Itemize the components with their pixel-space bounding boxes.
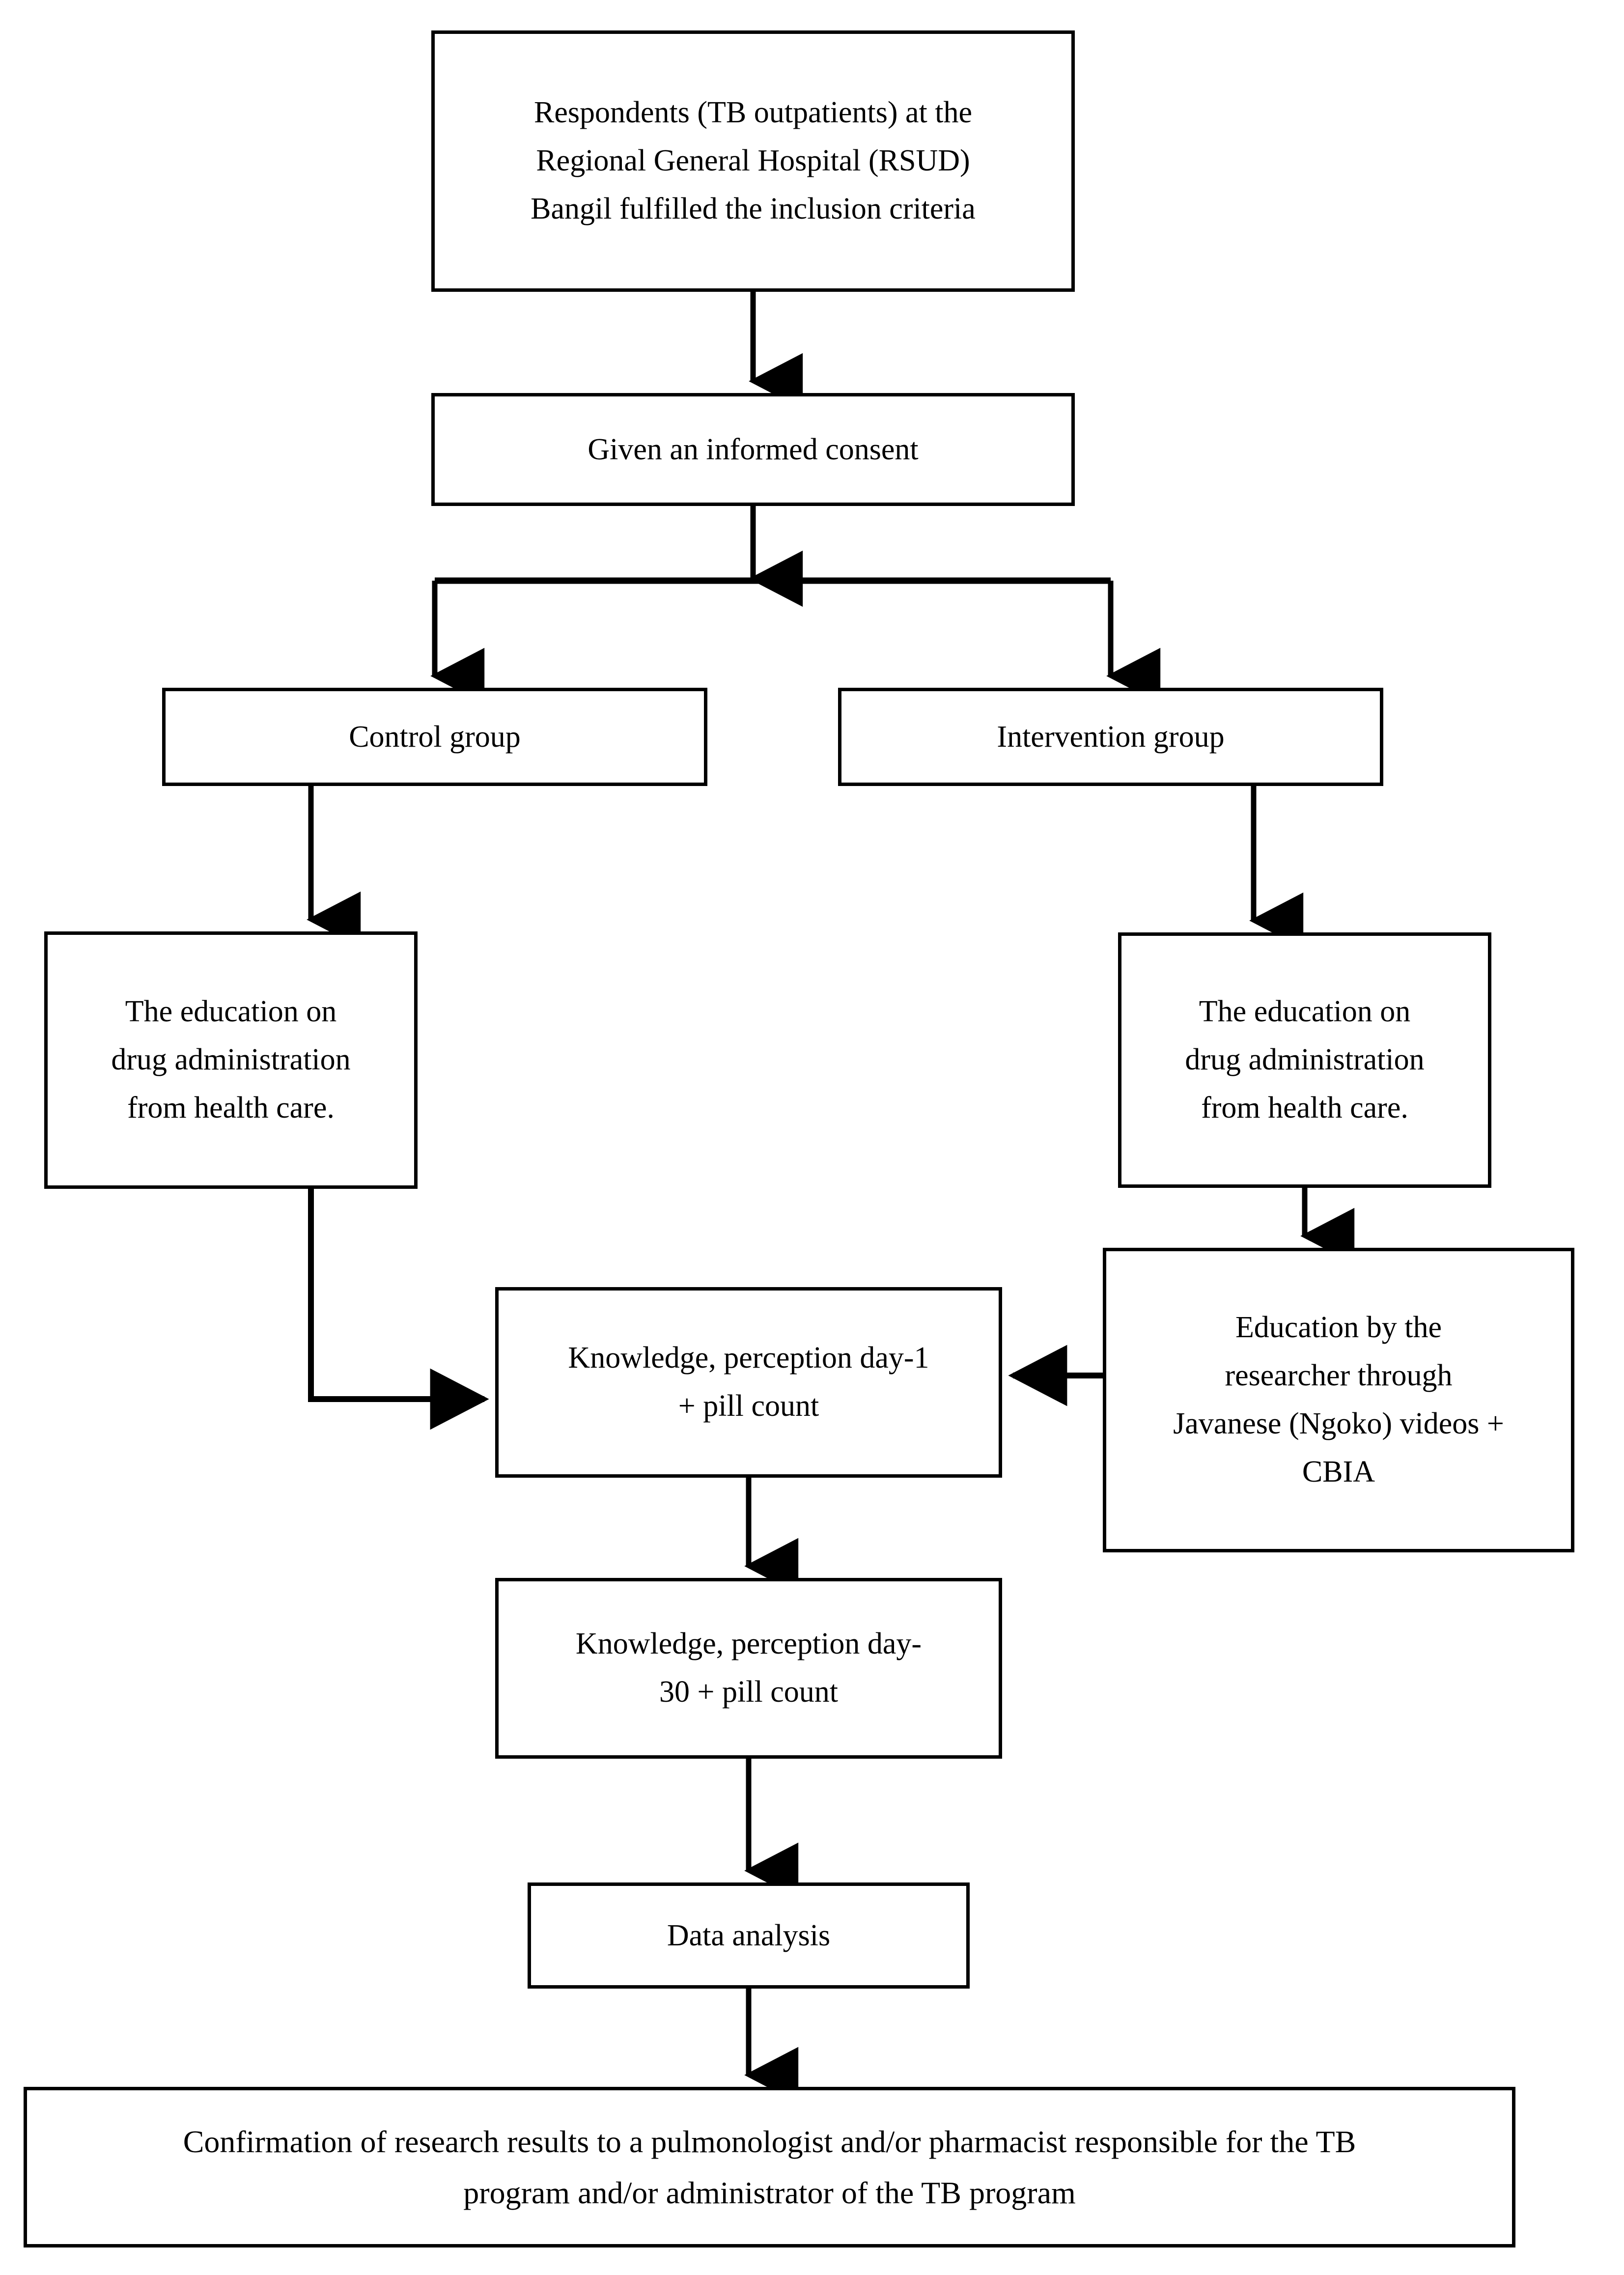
node-control-group-line-1: Control group [349, 720, 521, 754]
node-outcome-day-30-line-2: 30 + pill count [659, 1675, 838, 1709]
node-outcome-day-1-line-1: Knowledge, perception day-1 [568, 1341, 929, 1375]
node-outcome-day-1-line-2: + pill count [678, 1389, 819, 1423]
node-education-intervention: The education on drug administration fro… [1118, 932, 1491, 1188]
node-education-control-line-1: The education on [125, 995, 337, 1029]
node-control-group: Control group [162, 688, 707, 786]
node-cbia-line-3: Javanese (Ngoko) videos + [1173, 1407, 1504, 1440]
node-education-intervention-line-2: drug administration [1185, 1043, 1425, 1077]
node-data-analysis: Data analysis [528, 1882, 970, 1989]
node-informed-consent-line-1: Given an informed consent [588, 432, 919, 466]
node-cbia-line-2: researcher through [1225, 1359, 1453, 1393]
node-respondents-line-1: Respondents (TB outpatients) at the [534, 96, 972, 130]
node-education-control-line-3: from health care. [127, 1091, 335, 1124]
node-outcome-day-1: Knowledge, perception day-1 + pill count [495, 1287, 1002, 1478]
node-intervention-group-line-1: Intervention group [997, 720, 1225, 754]
edge-education-left-to-day1 [308, 1189, 489, 1430]
node-education-control: The education on drug administration fro… [44, 931, 418, 1189]
node-cbia-line-4: CBIA [1302, 1455, 1375, 1489]
node-respondents-line-2: Regional General Hospital (RSUD) [536, 144, 970, 178]
node-education-control-line-2: drug administration [111, 1043, 351, 1077]
node-confirmation: Confirmation of research results to a pu… [24, 2087, 1515, 2247]
node-confirmation-line-1: Confirmation of research results to a pu… [183, 2124, 1356, 2159]
node-cbia-line-1: Education by the [1235, 1311, 1442, 1345]
node-intervention-group: Intervention group [838, 688, 1383, 786]
node-informed-consent: Given an informed consent [431, 393, 1075, 506]
node-education-intervention-line-3: from health care. [1201, 1091, 1408, 1124]
node-outcome-day-30-line-1: Knowledge, perception day- [575, 1627, 922, 1661]
node-confirmation-line-2: program and/or administrator of the TB p… [463, 2175, 1076, 2210]
node-respondents-line-3: Bangil fulfilled the inclusion criteria [531, 192, 976, 225]
node-outcome-day-30: Knowledge, perception day- 30 + pill cou… [495, 1578, 1002, 1759]
node-respondents: Respondents (TB outpatients) at the Regi… [431, 30, 1075, 292]
node-data-analysis-line-1: Data analysis [667, 1918, 831, 1952]
node-cbia-video-education: Education by the researcher through Java… [1103, 1248, 1574, 1552]
node-education-intervention-line-1: The education on [1199, 995, 1411, 1029]
